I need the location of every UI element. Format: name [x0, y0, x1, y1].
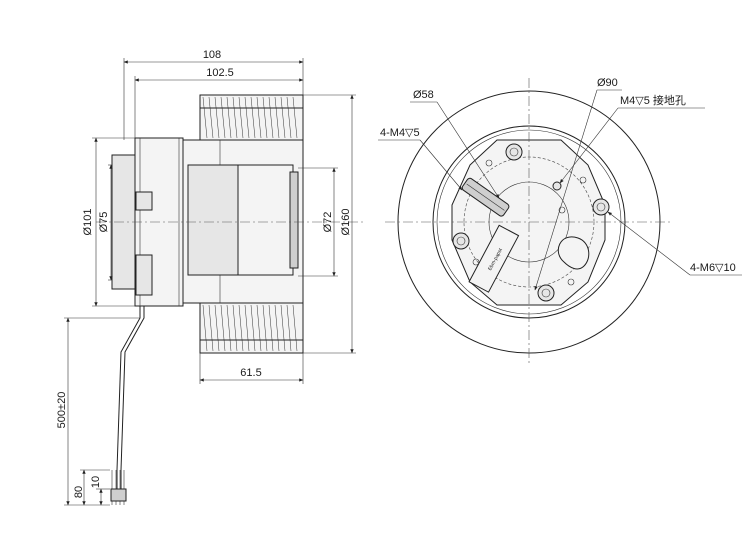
impeller-blade — [256, 304, 262, 352]
label-m6-holes: 4-M6▽10 — [690, 262, 736, 274]
connector-box — [135, 191, 153, 211]
impeller-blade — [238, 96, 244, 139]
dim-strip-length: 80 — [73, 486, 85, 498]
impeller-blade — [238, 304, 244, 352]
impeller-blade — [214, 96, 220, 139]
hub — [187, 164, 239, 276]
impeller-top-blades — [199, 94, 304, 141]
impeller-blade — [274, 96, 280, 139]
dim-overall-width: 108 — [203, 49, 221, 61]
dim-impeller-width: 102.5 — [206, 67, 234, 79]
impeller-blade — [250, 304, 256, 352]
impeller-blade — [244, 96, 250, 139]
impeller-blade — [268, 96, 274, 139]
label-d58: Ø58 — [413, 89, 434, 101]
impeller-blade — [208, 304, 214, 352]
impeller-blade — [286, 304, 292, 352]
impeller-blade — [292, 96, 298, 139]
label-ground-hole: M4▽5 接地孔 — [620, 94, 686, 107]
dim-hub-diameter: Ø75 — [98, 212, 110, 233]
impeller-blade — [232, 304, 238, 352]
ground-hole — [552, 181, 562, 191]
impeller-blade — [262, 96, 268, 139]
impeller-blade — [220, 96, 226, 139]
cable — [116, 306, 141, 500]
m4-holes — [472, 159, 587, 286]
impeller-blade — [268, 304, 274, 352]
front-view: Ebm-papst Ø58 4-M — [378, 77, 742, 366]
m6-hole-left — [452, 232, 470, 250]
product-label: Ebm-papst — [468, 224, 520, 293]
impeller-blade — [202, 304, 208, 352]
impeller-blade — [274, 304, 280, 352]
wire-leads — [110, 470, 127, 505]
impeller-blade — [226, 304, 232, 352]
dim-flange-diameter: Ø101 — [82, 209, 94, 236]
dim-inlet-diameter: Ø72 — [322, 212, 334, 233]
side-view: 108 102.5 Ø101 Ø75 Ø72 Ø160 61.5 — [56, 49, 365, 506]
rotor-cap — [289, 171, 299, 269]
impeller-blade — [208, 96, 214, 139]
impeller-bottom-blades — [199, 302, 304, 354]
m6-holes — [452, 143, 610, 302]
label-d90: Ø90 — [597, 77, 618, 89]
cable-gland — [135, 254, 153, 296]
label-m4-holes: 4-M4▽5 — [380, 127, 420, 139]
impeller-blade — [280, 304, 286, 352]
dim-inlet-depth: 61.5 — [240, 367, 261, 379]
m6-hole-right — [592, 198, 610, 216]
rotor-can — [237, 164, 294, 276]
dim-impeller-diameter: Ø160 — [340, 209, 352, 236]
impeller-blade — [214, 304, 220, 352]
cable-slot — [461, 177, 510, 217]
impeller-blade — [250, 96, 256, 139]
impeller-blade — [220, 304, 226, 352]
impeller-blade — [262, 304, 268, 352]
dim-wire-strip: 10 — [90, 476, 102, 488]
impeller-blade — [286, 96, 292, 139]
impeller-blade — [292, 304, 298, 352]
impeller-blade — [226, 96, 232, 139]
impeller-blade — [232, 96, 238, 139]
impeller-blade — [244, 304, 250, 352]
impeller-blade — [256, 96, 262, 139]
m6-hole-bottom — [537, 284, 555, 302]
dim-cable-length: 500±20 — [56, 392, 68, 429]
impeller-blade — [280, 96, 286, 139]
m6-hole-top — [505, 143, 523, 161]
impeller-blade — [202, 96, 208, 139]
kidney-slot — [557, 236, 590, 270]
